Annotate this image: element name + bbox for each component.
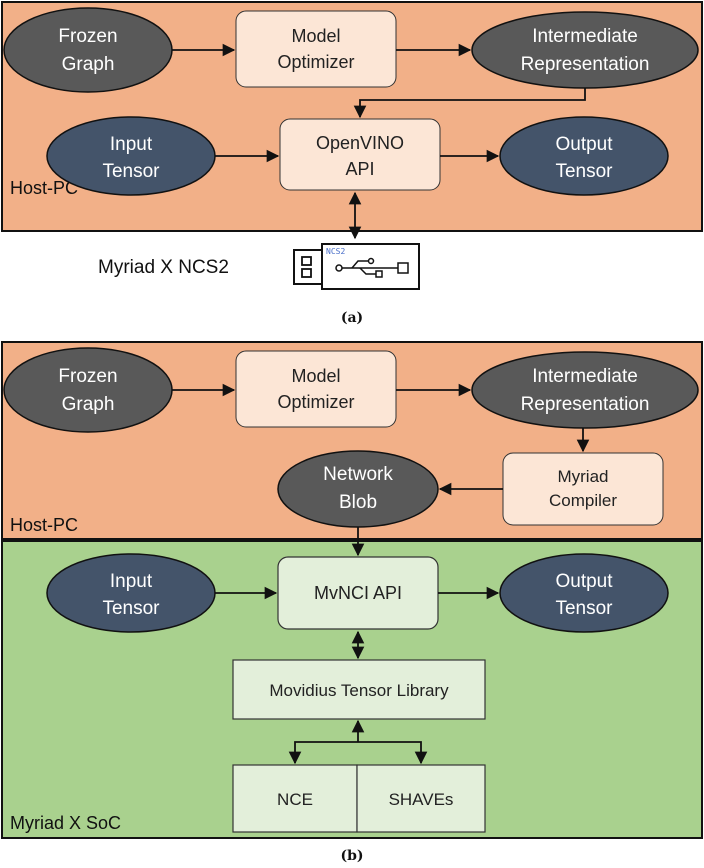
model-optimizer-node-a: Model Optimizer xyxy=(235,10,397,88)
network-blob-line2: Blob xyxy=(339,492,377,513)
nce-label: NCE xyxy=(277,790,313,809)
openvino-api-node: OpenVINO API xyxy=(279,118,441,191)
ir-b-line2: Representation xyxy=(521,394,650,415)
caption-a: (a) xyxy=(341,310,363,326)
mvnci-api-node: MvNCI API xyxy=(277,556,439,630)
frozen-graph-line1: Frozen xyxy=(58,26,117,47)
model-optimizer-b-line2: Optimizer xyxy=(277,392,354,412)
output-tensor-line1: Output xyxy=(555,134,613,155)
device-label: Myriad X NCS2 xyxy=(98,257,229,278)
frozen-graph-line2: Graph xyxy=(62,54,115,75)
output-tensor-node-a: Output Tensor xyxy=(499,116,669,196)
input-tensor-b-line2: Tensor xyxy=(102,598,160,619)
caption-b: (b) xyxy=(340,848,363,864)
output-tensor-b-line1: Output xyxy=(555,571,613,592)
tensor-library-label: Movidius Tensor Library xyxy=(269,681,449,700)
openvino-api-line1: OpenVINO xyxy=(316,133,404,153)
model-optimizer-line1: Model xyxy=(291,26,340,46)
output-tensor-b-line2: Tensor xyxy=(555,598,613,619)
frozen-graph-b-line2: Graph xyxy=(62,394,115,415)
model-optimizer-b-line1: Model xyxy=(291,366,340,386)
input-tensor-b-line1: Input xyxy=(110,571,153,592)
input-tensor-line1: Input xyxy=(110,134,153,155)
usb-stick-text: NCS2 xyxy=(326,247,345,256)
myriad-compiler-node: Myriad Compiler xyxy=(502,452,664,526)
input-tensor-node-b: Input Tensor xyxy=(46,553,216,633)
input-tensor-node-a: Input Tensor xyxy=(46,116,216,196)
usb-stick-icon: NCS2 xyxy=(293,243,420,290)
soc-label: Myriad X SoC xyxy=(10,813,121,833)
ir-line2: Representation xyxy=(521,54,650,75)
frozen-graph-b-line1: Frozen xyxy=(58,366,117,387)
input-tensor-line2: Tensor xyxy=(102,161,160,182)
edge-split-to-shaves xyxy=(358,741,428,765)
myriad-compiler-line1: Myriad xyxy=(557,467,608,486)
edge-ir-to-openvino xyxy=(353,88,586,119)
output-tensor-line2: Tensor xyxy=(555,161,613,182)
intermediate-representation-node-a: Intermediate Representation xyxy=(471,11,699,89)
network-blob-node: Network Blob xyxy=(277,450,439,528)
intermediate-representation-node-b: Intermediate Representation xyxy=(471,351,699,429)
edge-split-to-nce xyxy=(288,741,358,765)
compute-units-node: NCE SHAVEs xyxy=(232,764,486,833)
tensor-library-node: Movidius Tensor Library xyxy=(232,659,486,720)
frozen-graph-node-b: Frozen Graph xyxy=(3,347,173,433)
shaves-label: SHAVEs xyxy=(389,790,454,809)
ir-b-line1: Intermediate xyxy=(532,366,638,387)
mvnci-api-label: MvNCI API xyxy=(314,583,402,603)
network-blob-line1: Network xyxy=(323,464,393,485)
myriad-compiler-line2: Compiler xyxy=(549,491,617,510)
host-pc-label-a: Host-PC xyxy=(10,178,78,198)
model-optimizer-line2: Optimizer xyxy=(277,52,354,72)
figure-a: Host-PC Frozen Graph Model Optimizer Int… xyxy=(1,1,703,326)
figure-b: Host-PC Myriad X SoC Frozen Graph Model … xyxy=(1,341,703,864)
output-tensor-node-b: Output Tensor xyxy=(499,553,669,633)
ir-line1: Intermediate xyxy=(532,26,638,47)
host-pc-label-b: Host-PC xyxy=(10,515,78,535)
openvino-api-line2: API xyxy=(345,159,374,179)
frozen-graph-node-a: Frozen Graph xyxy=(3,7,173,93)
model-optimizer-node-b: Model Optimizer xyxy=(235,350,397,428)
